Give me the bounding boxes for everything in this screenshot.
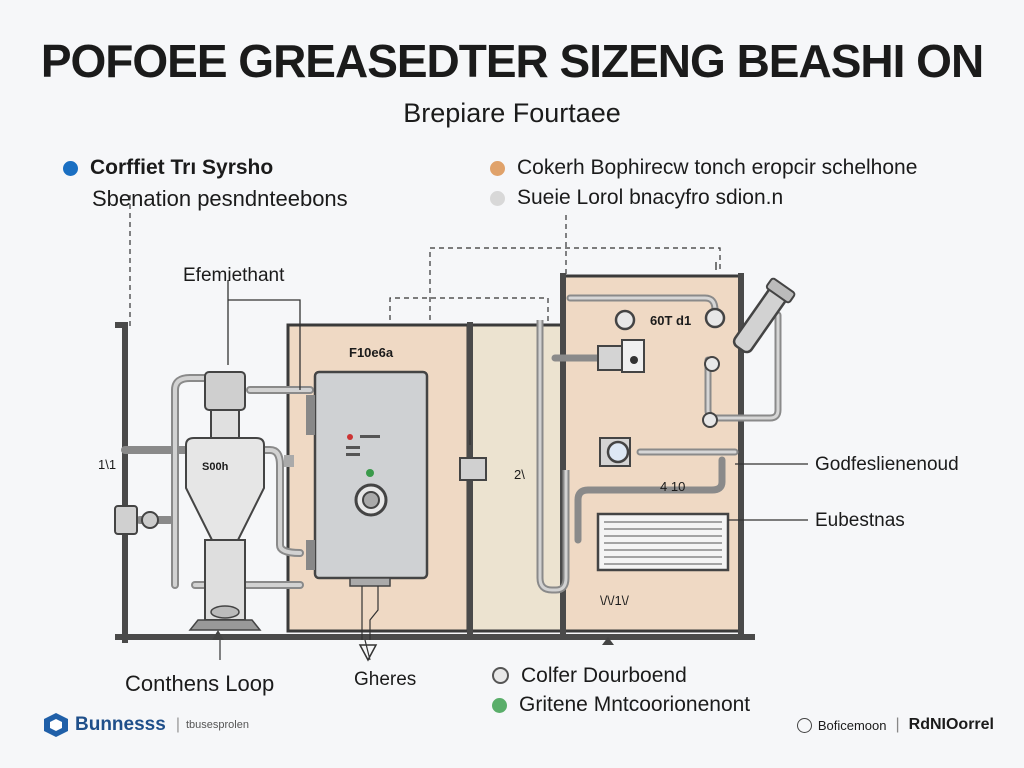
brand-logo-icon bbox=[44, 713, 68, 737]
legend-text: Colfer Dourboend bbox=[521, 664, 687, 687]
nozzle-icon bbox=[732, 277, 796, 354]
legend-dot-orange bbox=[490, 161, 505, 176]
gauges bbox=[597, 307, 726, 467]
label-panel-left: F10e6a bbox=[349, 345, 394, 360]
footer-right-a: Boficemoon bbox=[817, 717, 887, 733]
label-bottom-center: Gheres bbox=[354, 669, 417, 690]
legend-top-left: Corffiet Trı Syrsho bbox=[63, 157, 273, 178]
legend-dot-white bbox=[492, 667, 509, 684]
callout-label-2: Eubestnas bbox=[815, 510, 905, 531]
footer-right-b: RdNIOorrel bbox=[908, 716, 994, 733]
label-right-num: 4 10 bbox=[660, 479, 686, 494]
label-side-left: 1\1 bbox=[98, 457, 117, 472]
legend-heading: Corffiet Trı Syrsho bbox=[90, 156, 274, 179]
label-element: Efemiethant bbox=[183, 265, 285, 286]
footer-right: Boficemoon | RdNIOorrel bbox=[796, 716, 994, 734]
legend-text: Cokerh Bophirecw tonch eropcir schelhone bbox=[517, 156, 918, 179]
brand-name: Bunnesss bbox=[75, 714, 166, 735]
page-title: POFOEE GREASEDTER SIZENG BEASHI ON bbox=[40, 35, 984, 87]
label-bottom-num: \/\/1\/ bbox=[600, 593, 629, 608]
legend-dot-grey bbox=[490, 191, 505, 206]
label-mid-num: 2\ bbox=[514, 467, 525, 482]
legend-text: Gritene Mntcoorionenont bbox=[519, 693, 751, 716]
valve-icon bbox=[114, 505, 159, 535]
label-bottom-left: Conthens Loop bbox=[125, 671, 275, 696]
footer-brand: Bunnesss | tbusesprolen bbox=[42, 710, 249, 740]
control-cabinet bbox=[306, 370, 429, 587]
legend-top-right-item-2: Sueie Lorol bnacyfro sdion.n bbox=[490, 187, 783, 208]
legend-top-left-text: Sbenation pesndnteebons bbox=[92, 186, 348, 211]
legend-dot-green bbox=[492, 698, 507, 713]
label-panel-right: 60T d1 bbox=[650, 313, 692, 328]
page-subtitle: Brepiare Fourtaee bbox=[403, 98, 621, 128]
vent-grille bbox=[596, 512, 730, 572]
legend-text: Sueie Lorol bnacyfro sdion.n bbox=[517, 186, 784, 209]
legend-top-right-item-1: Cokerh Bophirecw tonch eropcir schelhone bbox=[490, 157, 917, 178]
callout-label-1: Godfeslienenoud bbox=[815, 454, 959, 475]
legend-bottom-item-1: Colfer Dourboend bbox=[492, 665, 687, 686]
legend-dot-blue bbox=[63, 161, 78, 176]
label-tank: S00h bbox=[202, 461, 229, 473]
brand-subtitle: tbusesprolen bbox=[185, 719, 249, 731]
circle-icon bbox=[796, 717, 812, 733]
callout-leaders bbox=[227, 262, 808, 521]
interceptor-tank bbox=[185, 371, 265, 631]
legend-bottom-item-2: Gritene Mntcoorionenont bbox=[492, 694, 750, 715]
middle-fittings bbox=[284, 320, 570, 594]
